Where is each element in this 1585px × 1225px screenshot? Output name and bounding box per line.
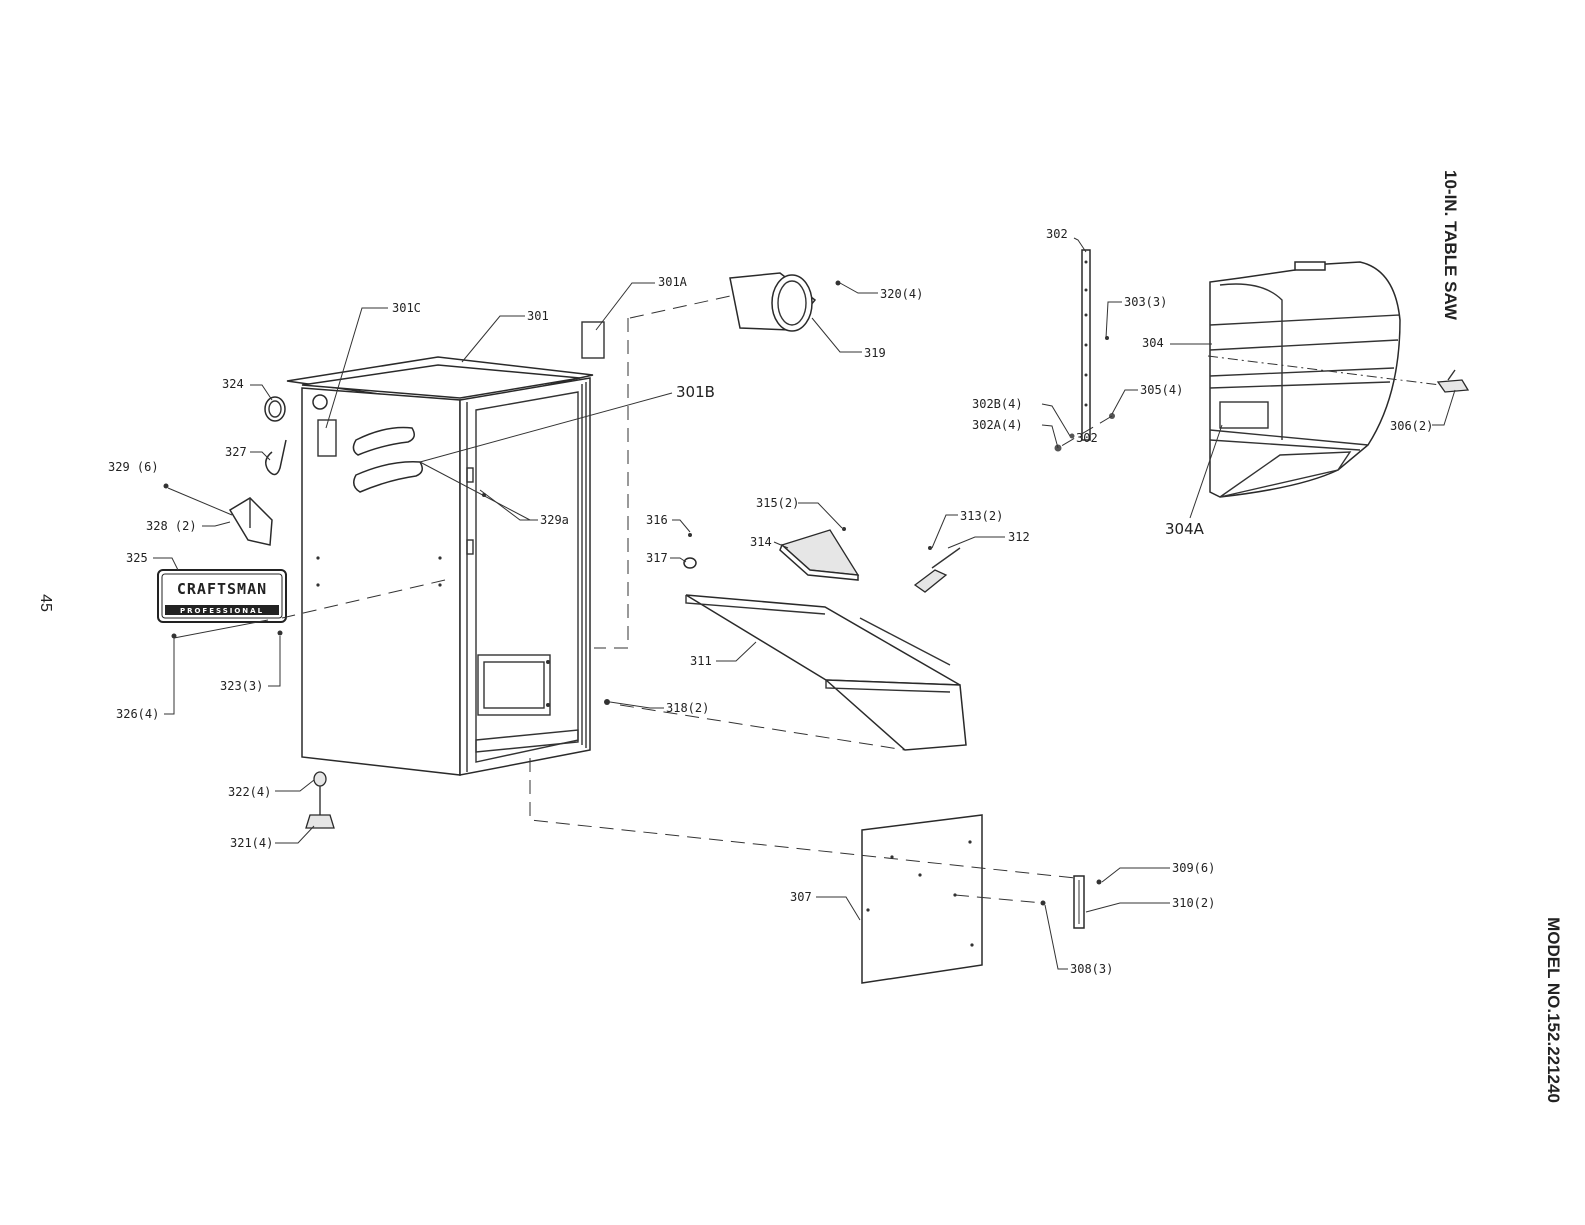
callout-309: 309(6)	[1172, 861, 1215, 875]
callout-303: 303(3)	[1124, 295, 1167, 309]
callout-322: 322(4)	[228, 785, 271, 799]
dust-bag-304	[1210, 262, 1400, 497]
model-number: MODEL NO.152.221240	[1543, 917, 1563, 1103]
callout-301: 301	[527, 309, 549, 323]
logo-subtext: PROFESSIONAL	[180, 607, 264, 615]
cabinet-301	[287, 357, 593, 775]
callout-302a: 302A(4)	[972, 418, 1023, 432]
bracket-328	[230, 498, 272, 545]
callout-320: 320(4)	[880, 287, 923, 301]
callout-304a: 304A	[1165, 520, 1205, 538]
callout-325: 325	[126, 551, 148, 565]
callout-307: 307	[790, 890, 812, 904]
callout-328: 328 (2)	[146, 519, 197, 533]
callout-310: 310(2)	[1172, 896, 1215, 910]
callout-301b: 301B	[676, 383, 715, 401]
callout-324: 324	[222, 377, 244, 391]
callout-302-inline: 302	[1076, 431, 1098, 445]
callout-317: 317	[646, 551, 668, 565]
callout-318: 318(2)	[666, 701, 709, 715]
bar-302	[1055, 250, 1116, 452]
callout-329a: 329a	[540, 513, 569, 527]
callout-327: 327	[225, 445, 247, 459]
callout-313: 313(2)	[960, 509, 1003, 523]
callout-301a: 301A	[658, 275, 688, 289]
callout-329: 329 (6)	[108, 460, 159, 474]
callout-326: 326(4)	[116, 707, 159, 721]
callout-305: 305(4)	[1140, 383, 1183, 397]
hook-327	[266, 440, 286, 475]
hinge-310	[1074, 876, 1084, 928]
clamp-306	[1438, 370, 1468, 392]
document-title: 10-IN. TABLE SAW	[1440, 170, 1460, 320]
foot-321	[306, 815, 334, 828]
callout-323: 323(3)	[220, 679, 263, 693]
callout-312: 312	[1008, 530, 1030, 544]
callout-308: 308(3)	[1070, 962, 1113, 976]
callout-302: 302	[1046, 227, 1068, 241]
dust-port-319	[730, 273, 815, 331]
nut-322	[314, 772, 326, 786]
label-301a	[582, 322, 604, 358]
callout-315: 315(2)	[756, 496, 799, 510]
callout-319: 319	[864, 346, 886, 360]
logo-text: CRAFTSMAN	[177, 580, 267, 598]
callout-316: 316	[646, 513, 668, 527]
callout-314: 314	[750, 535, 772, 549]
callout-301c: 301C	[392, 301, 421, 315]
clip-312	[915, 548, 960, 592]
callout-304: 304	[1142, 336, 1164, 350]
callout-311: 311	[690, 654, 712, 668]
callout-306: 306(2)	[1390, 419, 1433, 433]
callout-302b: 302B(4)	[972, 397, 1023, 411]
page-number: 45	[36, 594, 54, 612]
tray-311	[686, 595, 966, 750]
panel-307	[862, 815, 982, 983]
callout-321: 321(4)	[230, 836, 273, 850]
bracket-314	[780, 530, 858, 580]
